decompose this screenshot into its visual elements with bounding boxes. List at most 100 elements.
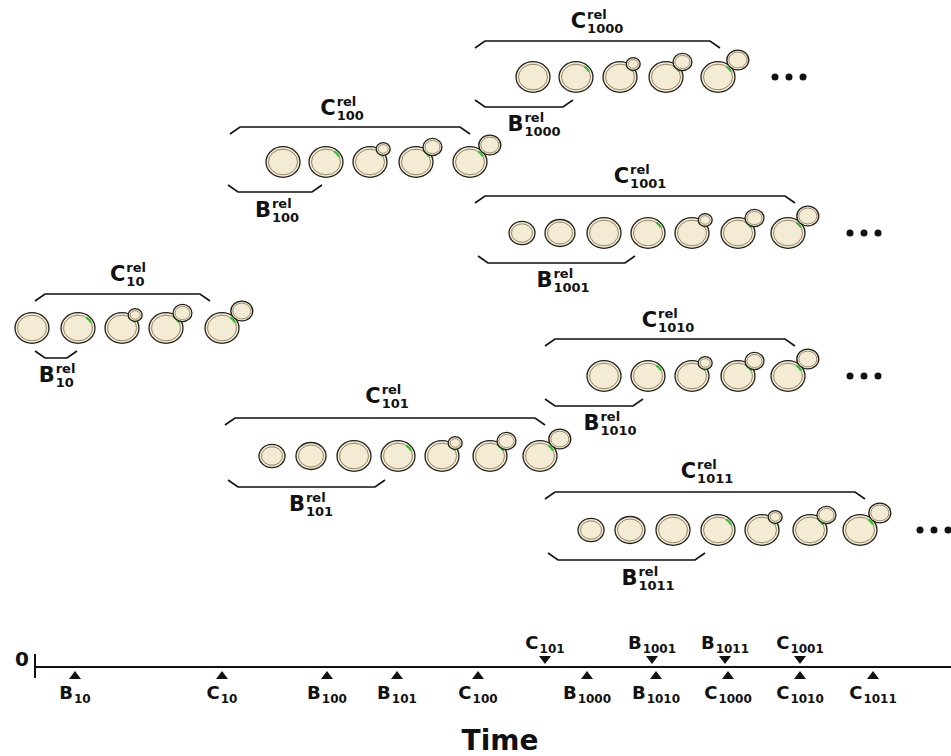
subscript: 1001 xyxy=(630,177,666,191)
superscript: rel xyxy=(587,8,623,22)
bud xyxy=(423,138,442,155)
cell-wall xyxy=(846,517,875,543)
phase-symbol: B xyxy=(507,114,523,135)
label-group: Brel100 xyxy=(255,197,299,224)
bud xyxy=(128,309,142,322)
event-marker xyxy=(719,656,731,664)
label-group: Crel10 xyxy=(110,261,146,288)
event-symbol: C xyxy=(776,634,789,652)
label-group: Brel1001 xyxy=(536,267,589,294)
bud-wall xyxy=(499,434,514,447)
yeast-cell xyxy=(701,515,735,546)
cell-wall xyxy=(526,443,555,469)
event-symbol: C xyxy=(704,684,717,702)
index-stack: rel1001 xyxy=(553,267,589,294)
superscript: rel xyxy=(630,163,666,177)
subscript: 1000 xyxy=(578,693,611,705)
subscript: 1011 xyxy=(716,643,749,655)
cell-wall xyxy=(774,363,803,389)
green-mark xyxy=(656,223,661,228)
phase-symbol: B xyxy=(39,365,55,386)
event-marker xyxy=(867,671,879,679)
subscript: 1011 xyxy=(638,579,674,593)
superscript: rel xyxy=(56,362,76,376)
event-symbol: B xyxy=(701,634,715,652)
yeast-cell xyxy=(631,218,665,249)
index-stack: rel101 xyxy=(306,491,333,518)
phase-symbol: C xyxy=(320,98,335,119)
label-group: Brel1010 xyxy=(583,410,636,437)
cell-wall xyxy=(581,521,602,539)
bud-wall xyxy=(481,137,499,153)
label-group: B1000 xyxy=(563,684,611,702)
subscript: 1000 xyxy=(718,693,751,705)
subscript: 101 xyxy=(540,643,565,655)
event-marker xyxy=(391,671,403,679)
bud xyxy=(817,506,836,523)
index-stack: rel1010 xyxy=(600,410,636,437)
index-stack: rel1001 xyxy=(630,163,666,190)
cell-wall xyxy=(774,220,803,246)
subscript: 1010 xyxy=(658,321,694,335)
label-group: Crel1000 xyxy=(571,8,624,35)
event-marker xyxy=(646,656,658,664)
bracket xyxy=(545,399,643,406)
yeast-cell xyxy=(615,517,645,544)
label-group: B10 xyxy=(59,684,90,702)
event-symbol: C xyxy=(207,684,220,702)
cell-wall xyxy=(590,363,619,389)
cell-wall xyxy=(519,64,548,90)
event-marker xyxy=(581,671,593,679)
yeast-cell xyxy=(266,147,300,178)
yeast-cell xyxy=(309,147,343,178)
bracket xyxy=(475,41,720,48)
continuation-dot xyxy=(861,373,868,380)
yeast-cell xyxy=(15,313,49,344)
bracket xyxy=(225,418,545,425)
cell-wall xyxy=(562,64,591,90)
event-symbol: B xyxy=(377,684,391,702)
bud xyxy=(479,135,501,155)
event-marker xyxy=(794,656,806,664)
cell-wall xyxy=(384,443,413,469)
event-marker xyxy=(472,671,484,679)
cell-wall xyxy=(704,64,733,90)
bracket xyxy=(478,256,635,263)
label-group: Brel101 xyxy=(289,491,333,518)
bud-wall xyxy=(871,505,889,521)
cell-wall xyxy=(299,445,324,467)
label-group: C10 xyxy=(207,684,238,702)
axis-title: Time xyxy=(462,727,539,755)
green-mark xyxy=(656,366,661,371)
yeast-cell xyxy=(578,518,604,541)
index-stack: rel1010 xyxy=(658,307,694,334)
bracket xyxy=(475,196,795,203)
bud xyxy=(727,50,749,70)
label-group: B1001 xyxy=(628,634,676,652)
bracket xyxy=(230,127,470,134)
event-marker xyxy=(69,671,81,679)
event-marker xyxy=(722,671,734,679)
index-stack: rel10 xyxy=(126,261,146,288)
cell-wall xyxy=(312,149,341,175)
continuation-dot xyxy=(945,527,951,534)
event-symbol: B xyxy=(632,684,646,702)
index-stack: rel100 xyxy=(337,95,364,122)
label-group: 0 xyxy=(15,649,29,669)
continuation-dot xyxy=(875,230,882,237)
label-group: Brel1000 xyxy=(507,111,560,138)
continuation-dot xyxy=(847,373,854,380)
subscript: 1010 xyxy=(790,693,823,705)
yeast-cell xyxy=(296,443,326,470)
cell-wall xyxy=(590,220,619,246)
subscript: 100 xyxy=(322,693,347,705)
label-group: Crel101 xyxy=(365,383,409,410)
subscript: 10 xyxy=(56,376,76,390)
cell-wall xyxy=(618,519,643,541)
subscript: 1000 xyxy=(587,22,623,36)
label-group: C1001 xyxy=(776,634,824,652)
event-symbol: C xyxy=(776,684,789,702)
index-stack: rel1011 xyxy=(697,458,733,485)
label-group: Time xyxy=(462,727,539,755)
